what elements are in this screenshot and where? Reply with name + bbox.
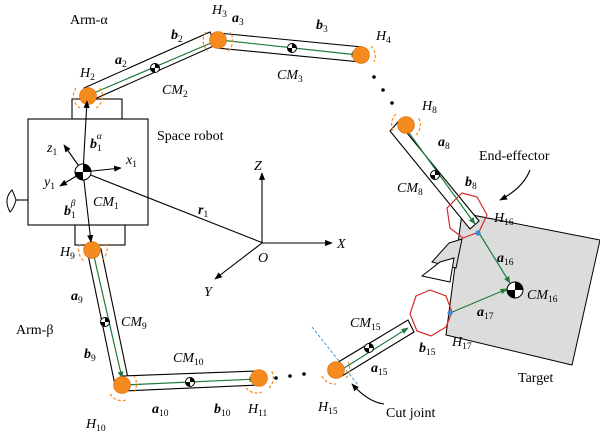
y1-label: y1 <box>42 175 55 192</box>
h11-label: H11 <box>247 402 268 419</box>
b9-label: b9 <box>84 347 96 364</box>
b3-label: b3 <box>316 18 328 35</box>
cm1-marker <box>74 163 92 181</box>
end-effector-label: End-effector <box>479 149 550 164</box>
arm-beta-label: Arm-β <box>16 323 53 338</box>
a8-label: a8 <box>438 135 450 152</box>
ellipsis-dots <box>274 75 394 380</box>
joint-h10 <box>113 376 131 394</box>
h16-label: H16 <box>493 211 514 228</box>
joint-h4 <box>352 46 370 64</box>
h2-label: H2 <box>79 66 95 83</box>
cm15-label: CM15 <box>350 316 381 333</box>
h15-label: H15 <box>317 400 338 417</box>
h9-label: H9 <box>59 245 75 262</box>
r1-label: r1 <box>198 203 208 220</box>
space-robot-label: Space robot <box>157 129 224 144</box>
b1-beta-label: b1β <box>64 199 76 221</box>
cm2-label: CM2 <box>162 83 188 100</box>
body-frame <box>59 100 264 244</box>
a3-label: a3 <box>232 11 244 28</box>
b15-label: b15 <box>419 341 436 358</box>
cm10-marker <box>185 377 195 387</box>
joint-h3 <box>209 31 227 49</box>
cut-joint-line <box>311 326 359 386</box>
target-vectors <box>447 230 524 316</box>
cm10-label: CM10 <box>173 351 204 368</box>
h8-label: H8 <box>421 99 437 116</box>
arm-beta <box>86 248 415 392</box>
cm1-label: CM1 <box>93 195 119 212</box>
h10-label: H10 <box>85 417 106 432</box>
joint-h15 <box>327 361 345 379</box>
text-labels: Arm-α Arm-β Space robot End-effector Tar… <box>16 3 558 434</box>
b2-label: b2 <box>171 28 183 45</box>
inertial-frame <box>214 172 333 280</box>
a2-label: a2 <box>115 53 127 70</box>
cut-joint-pointer <box>351 383 385 405</box>
cut-joint-label: Cut joint <box>386 406 436 421</box>
axis-z-label: Z <box>254 159 262 174</box>
b8-label: b8 <box>465 175 477 192</box>
joint-h8 <box>397 116 415 134</box>
cm16-label: CM16 <box>527 288 558 305</box>
cm8-marker <box>430 170 440 180</box>
h4-label: H4 <box>375 29 391 46</box>
cm15-marker <box>364 343 374 353</box>
joint-h2 <box>79 87 97 105</box>
axis-x-label: X <box>336 237 346 252</box>
h3-label: H3 <box>211 3 227 20</box>
a10-label: a10 <box>152 402 169 419</box>
origin-label: O <box>258 251 268 266</box>
b1-alpha-label: b1α <box>90 132 103 154</box>
axis-y-label: Y <box>204 285 214 300</box>
grippers <box>409 192 488 337</box>
cm9-marker <box>100 317 110 327</box>
cm8-label: CM8 <box>397 181 423 198</box>
cm3-marker <box>287 43 297 53</box>
a9-label: a9 <box>71 289 83 306</box>
h17-label: H17 <box>451 335 472 352</box>
joints <box>72 31 421 402</box>
end-effector-pointer <box>499 169 531 201</box>
a15-label: a15 <box>371 361 388 378</box>
joint-h9 <box>83 241 101 259</box>
target-label: Target <box>518 371 553 386</box>
cm9-label: CM9 <box>121 315 147 332</box>
arm-alpha-label: Arm-α <box>70 13 108 28</box>
cm2-marker <box>150 63 160 73</box>
cm16-marker <box>506 281 524 299</box>
z1-label: z1 <box>46 141 57 158</box>
x1-label: x1 <box>125 153 137 170</box>
joint-h11 <box>250 369 268 387</box>
a17-label: a17 <box>477 305 494 322</box>
a16-label: a16 <box>497 251 514 268</box>
cm3-label: CM3 <box>277 68 303 85</box>
b10-label: b10 <box>214 402 231 419</box>
